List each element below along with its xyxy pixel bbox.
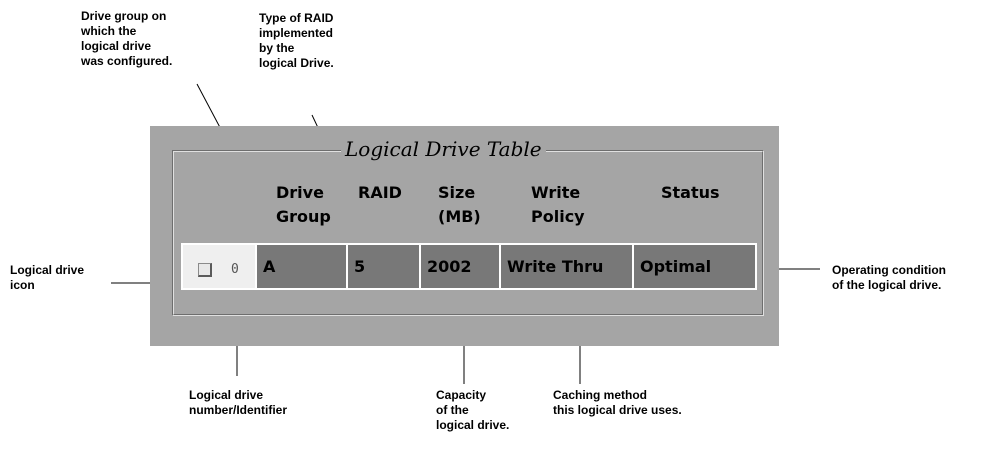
cell-raid: 5 <box>348 245 419 288</box>
cell-status: Optimal <box>634 245 755 288</box>
callout-icon: Logical drive icon <box>10 263 85 292</box>
header-drive-group: Drive Group <box>276 183 331 226</box>
callout-raid-type: Type of RAID implemented by the logical … <box>259 11 334 70</box>
header-size: Size (MB) <box>438 183 481 226</box>
callout-drive-group: Drive group on which the logical drive w… <box>81 9 173 68</box>
logical-drive-panel <box>150 126 779 346</box>
callout-caching: Caching method this logical drive uses. <box>553 388 682 417</box>
callout-status: Operating condition of the logical drive… <box>832 263 946 292</box>
table-frame-inner <box>173 151 763 315</box>
cell-size: 2002 <box>421 245 499 288</box>
drive-square-icon[interactable] <box>198 263 212 277</box>
callout-number: Logical drive number/Identifier <box>189 388 288 417</box>
cell-drive-group: A <box>257 245 346 288</box>
logical-drive-number: 0 <box>231 262 239 277</box>
callout-capacity: Capacity of the logical drive. <box>436 388 510 432</box>
table-title: Logical Drive Table <box>341 136 546 162</box>
logical-drive-icon-cell[interactable] <box>183 245 255 288</box>
header-write-policy: Write Policy <box>531 183 585 226</box>
header-status: Status <box>661 183 720 202</box>
header-raid: RAID <box>358 183 402 202</box>
cell-write-policy: Write Thru <box>501 245 632 288</box>
